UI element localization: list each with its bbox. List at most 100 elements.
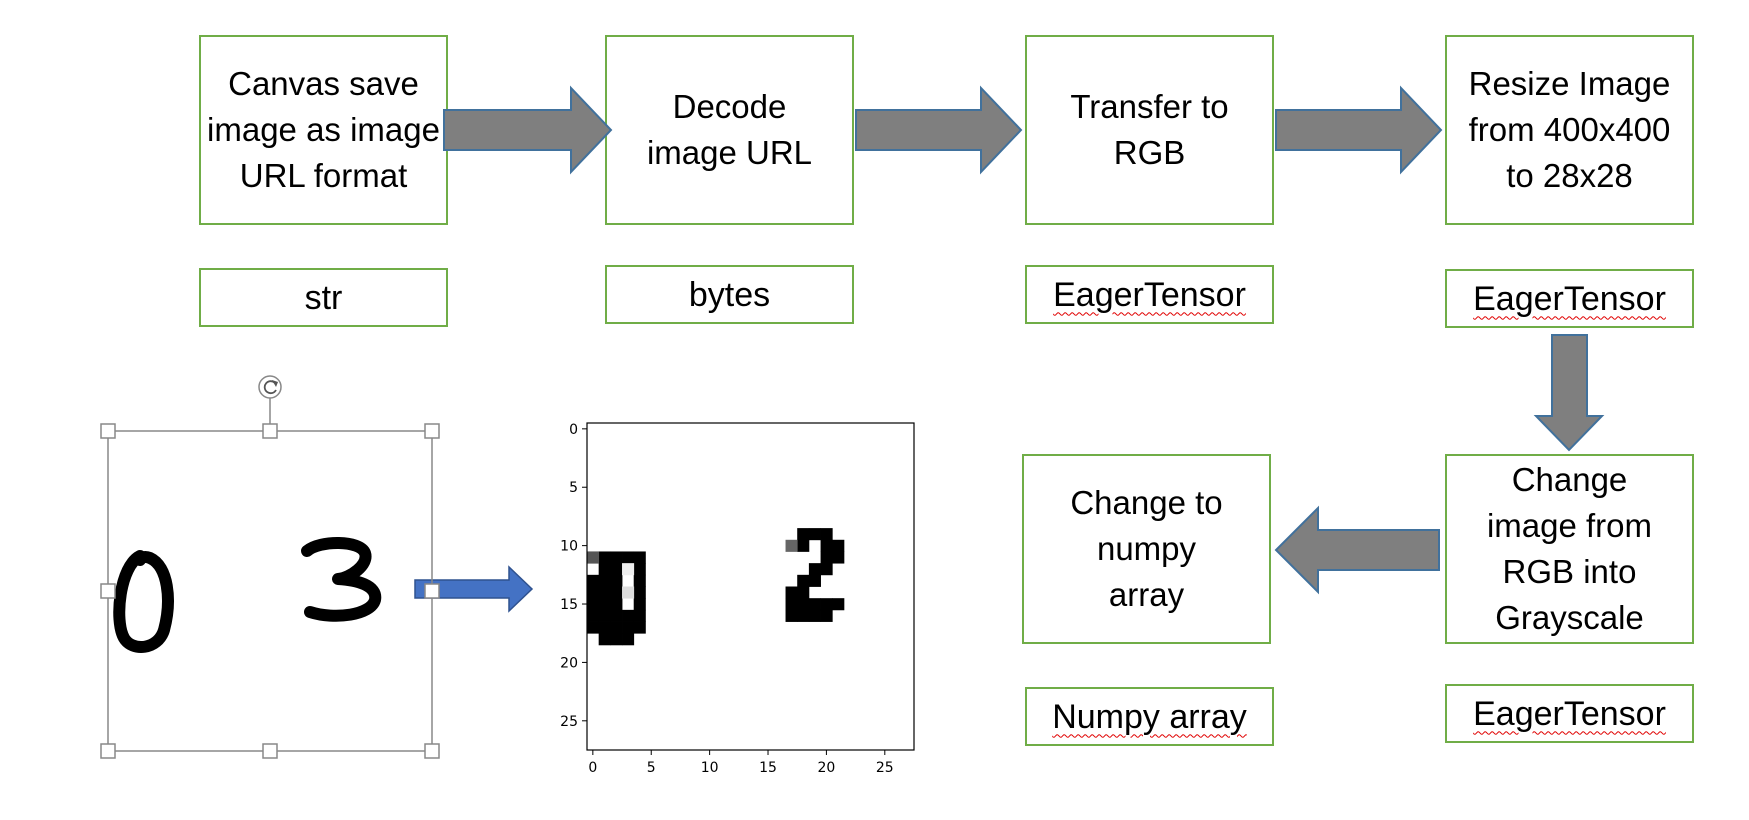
- pixel-black: [610, 633, 623, 646]
- pixel-black: [610, 574, 623, 587]
- type-eagertensor-3: EagerTensor: [1445, 684, 1694, 743]
- pixel-black: [622, 609, 635, 622]
- pixel-black: [598, 621, 611, 634]
- pixel-black: [633, 621, 646, 634]
- pixel-black: [633, 586, 646, 599]
- pixel-black: [820, 539, 833, 552]
- pixel-black: [820, 563, 833, 576]
- type-str-label: str: [304, 278, 343, 317]
- step-resize-image-label: Resize Image from 400x400 to 28x28: [1468, 65, 1671, 194]
- plot-frame: [586, 422, 915, 751]
- pixel-gray: [622, 563, 635, 576]
- type-eagertensor-2: EagerTensor: [1445, 269, 1694, 328]
- pixel-black: [633, 563, 646, 576]
- pixel-black: [820, 528, 833, 541]
- pixel-black: [820, 609, 833, 622]
- pixel-gray: [785, 539, 798, 552]
- rotate-arrowhead: [272, 380, 278, 387]
- type-numpy-array-label: Numpy array: [1052, 697, 1247, 736]
- pixel-black: [598, 574, 611, 587]
- pixel-black: [808, 528, 821, 541]
- arrow-type4-to-step5: [1533, 334, 1605, 452]
- pixel-black: [785, 586, 798, 599]
- pixel-black: [820, 551, 833, 564]
- pixel-black: [797, 574, 810, 587]
- pixel-black: [832, 551, 845, 564]
- pixel-black: [808, 574, 821, 587]
- x-tick-label: 20: [817, 760, 835, 776]
- pixel-black: [598, 563, 611, 576]
- y-tick-label: 10: [560, 539, 578, 555]
- type-eagertensor-2-label: EagerTensor: [1473, 279, 1666, 318]
- pixel-grid: [587, 528, 845, 646]
- handle-bottom-middle[interactable]: [262, 743, 278, 759]
- pixel-black: [598, 551, 611, 564]
- pixel-black: [587, 574, 600, 587]
- step-decode-url-label: Decode image URL: [646, 88, 813, 171]
- handle-top-left[interactable]: [100, 423, 116, 439]
- pixel-black: [587, 609, 600, 622]
- handle-middle-left[interactable]: [100, 583, 116, 599]
- resize-handles[interactable]: [100, 423, 440, 759]
- handle-top-right[interactable]: [424, 423, 440, 439]
- handle-top-middle[interactable]: [262, 423, 278, 439]
- pixel-gray: [622, 586, 635, 599]
- y-tick-label: 20: [560, 655, 578, 671]
- step-canvas-save-label: Canvas save image as image URL format: [207, 65, 440, 194]
- x-tick-label: 0: [588, 760, 597, 776]
- x-tick-label: 10: [701, 760, 719, 776]
- pixel-black: [633, 598, 646, 611]
- pixel-black: [587, 598, 600, 611]
- y-tick-label: 5: [569, 480, 578, 496]
- pixel-black: [598, 609, 611, 622]
- pixel-black: [797, 609, 810, 622]
- step-grayscale-label: Change image from RGB into Grayscale: [1486, 461, 1653, 636]
- pixel-black: [598, 598, 611, 611]
- rotate-arrow-glyph: [263, 380, 277, 395]
- type-bytes: bytes: [605, 265, 854, 324]
- type-bytes-label: bytes: [688, 275, 771, 314]
- handle-middle-right[interactable]: [424, 583, 440, 599]
- pixel-black: [587, 621, 600, 634]
- step-grayscale: Change image from RGB into Grayscale: [1445, 454, 1694, 644]
- pixel-black: [622, 551, 635, 564]
- handle-bottom-left[interactable]: [100, 743, 116, 759]
- pixel-black: [587, 586, 600, 599]
- pixel-black: [797, 586, 810, 599]
- type-eagertensor-1-label: EagerTensor: [1053, 275, 1246, 314]
- pixel-black: [832, 539, 845, 552]
- handle-bottom-right[interactable]: [424, 743, 440, 759]
- x-tick-label: 5: [647, 760, 656, 776]
- pixel-gray: [587, 551, 600, 564]
- pixel-black: [808, 609, 821, 622]
- pixel-black: [610, 563, 623, 576]
- pixel-black: [832, 598, 845, 611]
- pixel-black: [610, 586, 623, 599]
- pixel-black: [797, 598, 810, 611]
- pixel-black: [622, 621, 635, 634]
- pixel-black: [785, 598, 798, 611]
- y-tick-label: 15: [560, 597, 578, 613]
- type-eagertensor-1: EagerTensor: [1025, 265, 1274, 324]
- x-tick-label: 15: [759, 760, 777, 776]
- type-eagertensor-3-label: EagerTensor: [1473, 694, 1666, 733]
- x-tick-label: 25: [876, 760, 894, 776]
- type-numpy-array: Numpy array: [1025, 687, 1274, 746]
- digit-three-stroke: [301, 537, 382, 622]
- digit-zero-stroke: [113, 550, 174, 653]
- pixel-black: [820, 598, 833, 611]
- step-canvas-save: Canvas save image as image URL format: [199, 35, 448, 225]
- pixel-black: [610, 621, 623, 634]
- y-tick-label: 0: [569, 422, 578, 438]
- step-transfer-rgb-label: Transfer to RGB: [1070, 88, 1229, 171]
- pixel-black: [808, 598, 821, 611]
- pixel-black: [598, 633, 611, 646]
- pixel-black: [633, 609, 646, 622]
- pixel-black: [598, 586, 611, 599]
- step-transfer-rgb: Transfer to RGB: [1025, 35, 1274, 225]
- pixel-black: [808, 563, 821, 576]
